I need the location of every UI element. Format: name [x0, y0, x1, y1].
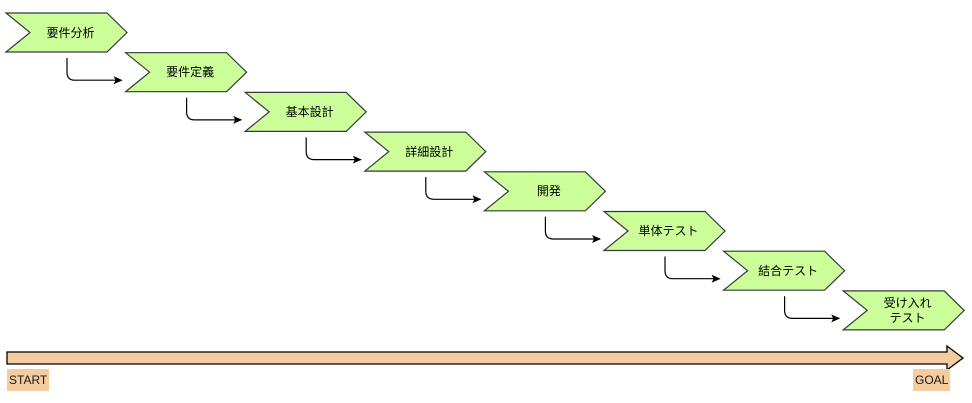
timeline	[6, 344, 965, 372]
connector-arrow	[66, 58, 123, 85]
connector-arrow	[784, 296, 841, 323]
process-steps	[4, 12, 966, 331]
step-label: 受け入れ テスト	[883, 295, 932, 325]
step-chevron	[482, 171, 607, 212]
step-label: 開発	[536, 184, 561, 199]
step-label: 基本設計	[285, 104, 334, 119]
step-chevron	[602, 210, 726, 252]
connector-arrow	[186, 97, 243, 124]
step-label: 単体テスト	[638, 224, 699, 238]
step-label: 要件分析	[46, 25, 95, 40]
goal-label: GOAL	[913, 369, 951, 391]
step-chevron	[721, 250, 846, 291]
connectors	[66, 58, 841, 323]
timeline-arrow	[6, 344, 965, 372]
step-chevron	[363, 131, 487, 172]
step-chevron	[243, 91, 368, 132]
connector-arrow	[425, 177, 482, 204]
connector-arrow	[544, 216, 601, 243]
step-chevron	[4, 12, 128, 53]
step-chevron	[841, 290, 966, 331]
step-label: 結合テスト	[758, 263, 819, 278]
step-label: 要件定義	[166, 65, 215, 80]
connector-arrow	[305, 137, 362, 164]
start-label: START	[7, 369, 50, 391]
step-label: 詳細設計	[405, 144, 454, 159]
step-chevron	[123, 52, 248, 93]
connector-arrow	[664, 256, 721, 283]
